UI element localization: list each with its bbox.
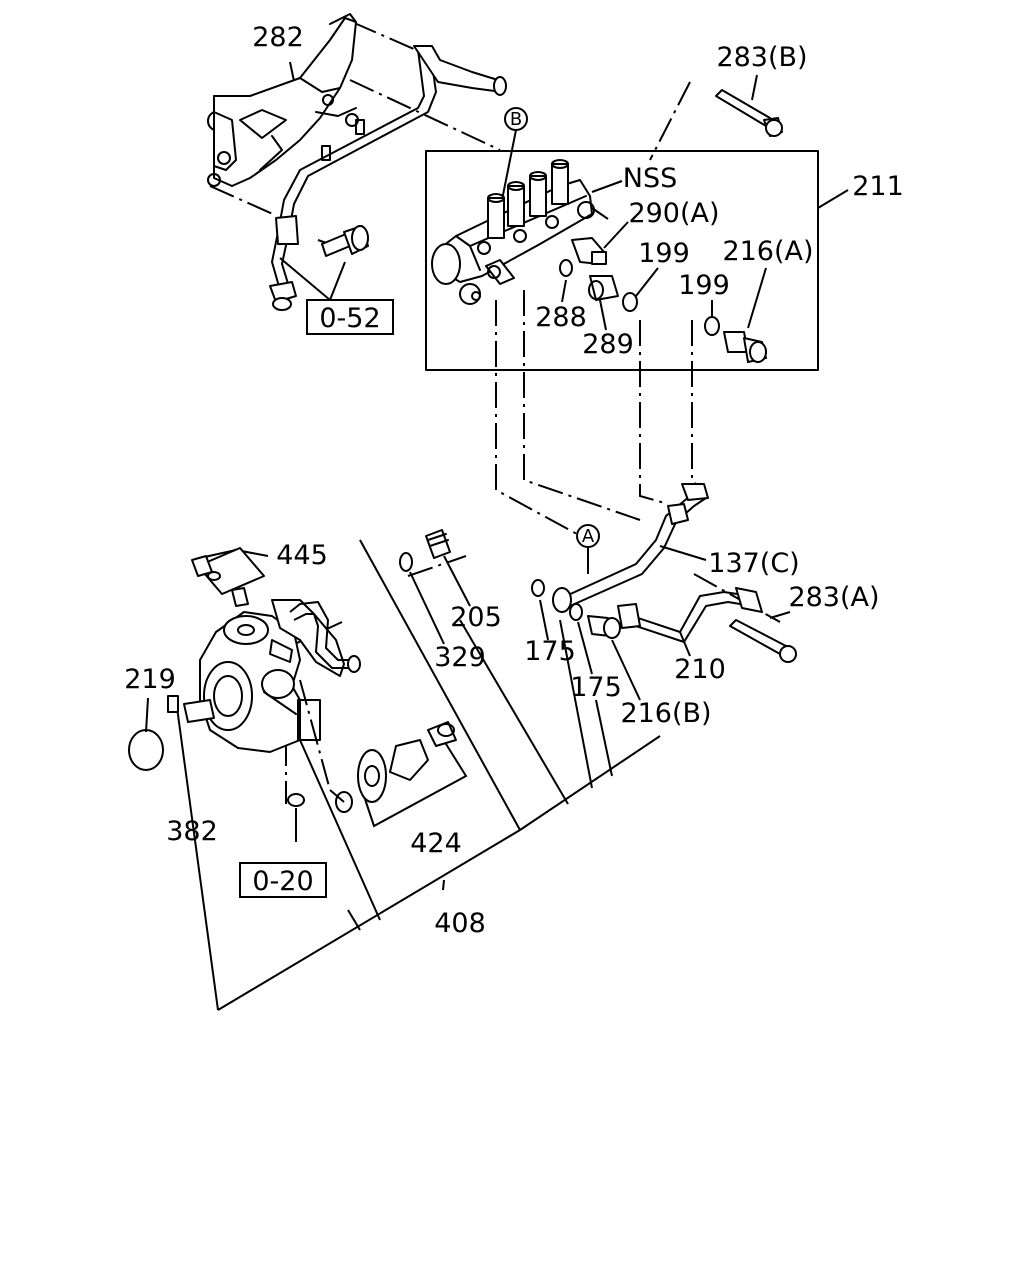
bolt-216a [723, 331, 767, 363]
o-ring-424 [335, 791, 353, 813]
bolt-283b [715, 89, 783, 137]
pipe-137c [552, 483, 709, 613]
label-290a: 290(A) [628, 198, 719, 229]
bracket-282 [207, 13, 365, 187]
fuel-rail-manifold [431, 159, 595, 305]
label-nss: NSS [623, 163, 677, 194]
label-408: 408 [434, 908, 486, 939]
bolt-052 [321, 225, 369, 257]
washer-020 [287, 793, 305, 807]
label-199-upper: 199 [638, 238, 690, 269]
pipe-210 [617, 587, 763, 643]
label-445: 445 [276, 540, 328, 571]
washer-288 [559, 259, 573, 277]
label-282: 282 [252, 22, 304, 53]
label-288: 288 [535, 302, 587, 333]
washer-175-a [531, 579, 545, 597]
bolt-445 [191, 555, 221, 581]
washer-199-upper [622, 292, 638, 312]
assembly-box-211 [425, 150, 819, 371]
sensor-290a [571, 237, 607, 265]
marker-b: B [510, 109, 522, 130]
label-283a: 283(A) [788, 582, 879, 613]
valve-424 [357, 721, 457, 803]
label-219: 219 [124, 664, 176, 695]
bolt-283a [729, 619, 797, 663]
marker-a: A [582, 526, 595, 547]
washer-199-lower [704, 316, 720, 336]
label-289: 289 [582, 329, 634, 360]
label-137c: 137(C) [708, 548, 799, 579]
label-199-lower: 199 [678, 270, 730, 301]
washer-175-b [569, 603, 583, 621]
label-216a: 216(A) [722, 236, 813, 267]
o-ring-219 [128, 729, 164, 771]
ref-020: 0-20 [252, 866, 313, 897]
label-175-a: 175 [524, 636, 576, 667]
pipe-upper-left [269, 45, 507, 311]
marker-b-circle [504, 107, 528, 131]
valve-289 [588, 275, 619, 301]
ref-052: 0-52 [319, 303, 380, 334]
label-382: 382 [166, 816, 218, 847]
label-210: 210 [674, 654, 726, 685]
label-424: 424 [410, 828, 462, 859]
fitting-205 [425, 529, 451, 559]
bolt-216b [587, 615, 621, 639]
label-329: 329 [434, 642, 486, 673]
label-283b: 283(B) [716, 42, 807, 73]
ref-box-052 [306, 299, 394, 335]
part-445-bracket [197, 547, 265, 595]
label-205: 205 [450, 602, 502, 633]
label-216b: 216(B) [620, 698, 711, 729]
key-382 [167, 695, 179, 713]
o-ring-329 [399, 552, 413, 572]
label-211: 211 [852, 171, 904, 202]
pump-408 [183, 587, 361, 753]
label-175-b: 175 [570, 672, 622, 703]
ref-box-020 [239, 862, 327, 898]
